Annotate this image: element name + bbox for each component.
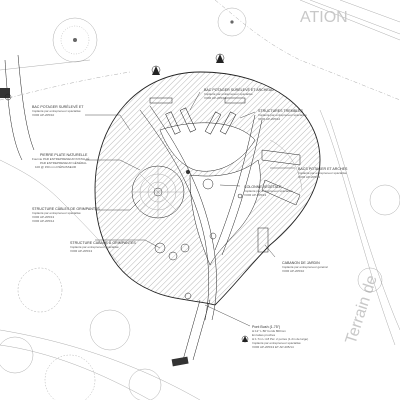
- callout-line: STRUCTURES TREMBLÉS: [258, 108, 303, 113]
- callout-line: VOIR AP-205/11: [298, 175, 320, 179]
- callout-cabanon: CABANON DE JARDIN Implanté par entrepren…: [282, 261, 328, 273]
- callout-line: Implanté par entrepreneur spécialisé: [252, 341, 301, 345]
- callout-line: VOIR AP-205/10: [204, 96, 227, 100]
- background-label-top: ATION: [300, 9, 348, 26]
- callout-line: PAR ENTREPRENEUR GÉNÉRAL: [40, 160, 87, 165]
- callout-pierre: PIERRE PLATE NATURELLE Fournie PAR ENTRE…: [32, 153, 89, 169]
- trees: [0, 7, 400, 400]
- callout-line: Implanté par entrepreneur général: [282, 265, 328, 269]
- callout-line: Implanté par entrepreneur spécialisé: [32, 109, 81, 113]
- callout-bac-left: BAC POTAGER SURÉLEVÉ ET Implanté par ent…: [32, 104, 84, 117]
- callout-line: Implanté par entrepreneur spécialisé: [298, 171, 347, 175]
- callout-line: BAC POTAGER SURÉLEVÉ ET: [32, 104, 84, 109]
- south-path: [171, 299, 211, 367]
- callout-line: COLONNE VÉGÉTALE: [244, 184, 282, 189]
- callout-line: En lattes pruches: [252, 333, 276, 337]
- entry-markers: [151, 53, 249, 343]
- callout-line: VOIR AP-205/13: [32, 215, 55, 219]
- leader-lines: [85, 91, 295, 327]
- callout-structures: STRUCTURES TREMBLÉS Implanté par entrepr…: [258, 108, 307, 121]
- callout-line: VOIR AP-205/10: [32, 113, 55, 117]
- callout-line: CABANON DE JARDIN: [282, 261, 320, 265]
- east-structures: [257, 139, 303, 253]
- callout-line: BACS POTAGER ET ARCHES: [298, 167, 348, 171]
- callout-line: Implanté par entrepreneur spécialisé: [204, 92, 253, 96]
- callout-line: 100 @ 150 mm D'ÉPAISSEUR: [35, 164, 77, 169]
- callout-cables: STRUCTURE CÂBLES DE GRIMPANTES Implanté …: [32, 207, 100, 223]
- callout-colonne: COLONNE VÉGÉTALE Implanté par entreprene…: [244, 184, 293, 197]
- callout-line: VOIR AP-205/12: [258, 117, 281, 121]
- background-label-side: Terrain de: [343, 273, 381, 346]
- callout-line: Pont Bush (1.75"): [252, 325, 280, 329]
- callout-line: VOIR AP-205/13: [70, 249, 93, 253]
- callout-line: Implanté par entrepreneur spécialisé: [32, 211, 81, 215]
- callout-line: VOIR AP-205/13 ET AP-205/14: [252, 345, 294, 349]
- callout-line: STRUCTURE CABANE À GRIMPANTES: [70, 241, 136, 245]
- callout-bacs-right: BACS POTAGER ET ARCHES Implanté par entr…: [298, 167, 348, 179]
- callout-line: H:1.7m L:4.8 Pér. 2 portes (1.2m de larg…: [252, 337, 308, 341]
- callout-line: Fournie PAR ENTREPRENEUR INSTALLÉ: [32, 156, 89, 161]
- callout-line: Implanté par entrepreneur spécialisé: [258, 113, 307, 117]
- callout-line: PIERRE PLATE NATURELLE: [40, 153, 88, 157]
- callout-pont: Pont Bush (1.75") H:12" L:80' bords 800m…: [252, 325, 308, 349]
- callout-cabane: STRUCTURE CABANE À GRIMPANTES Implanté p…: [70, 241, 136, 253]
- callout-bac-top: BAC POTAGER SURÉLEVÉ ET ARCHEAU Implanté…: [204, 87, 274, 100]
- callout-line: H:12" L:80' bords 800mm: [252, 329, 286, 333]
- garden-main: [94, 71, 321, 321]
- callout-line: VOIR AP-205/13: [244, 193, 267, 197]
- callout-line: BAC POTAGER SURÉLEVÉ ET ARCHEAU: [204, 87, 274, 92]
- callout-line: Implanté par entrepreneur spécialisé: [244, 189, 293, 193]
- callout-line: VOIR AP-205/14: [32, 219, 55, 223]
- callout-line: VOIR AP-205/10: [282, 269, 305, 273]
- callout-line: Implanté par entrepreneur spécialisé: [70, 245, 119, 249]
- callout-line: STRUCTURE CÂBLES DE GRIMPANTES: [32, 207, 100, 211]
- west-entry: [0, 54, 35, 161]
